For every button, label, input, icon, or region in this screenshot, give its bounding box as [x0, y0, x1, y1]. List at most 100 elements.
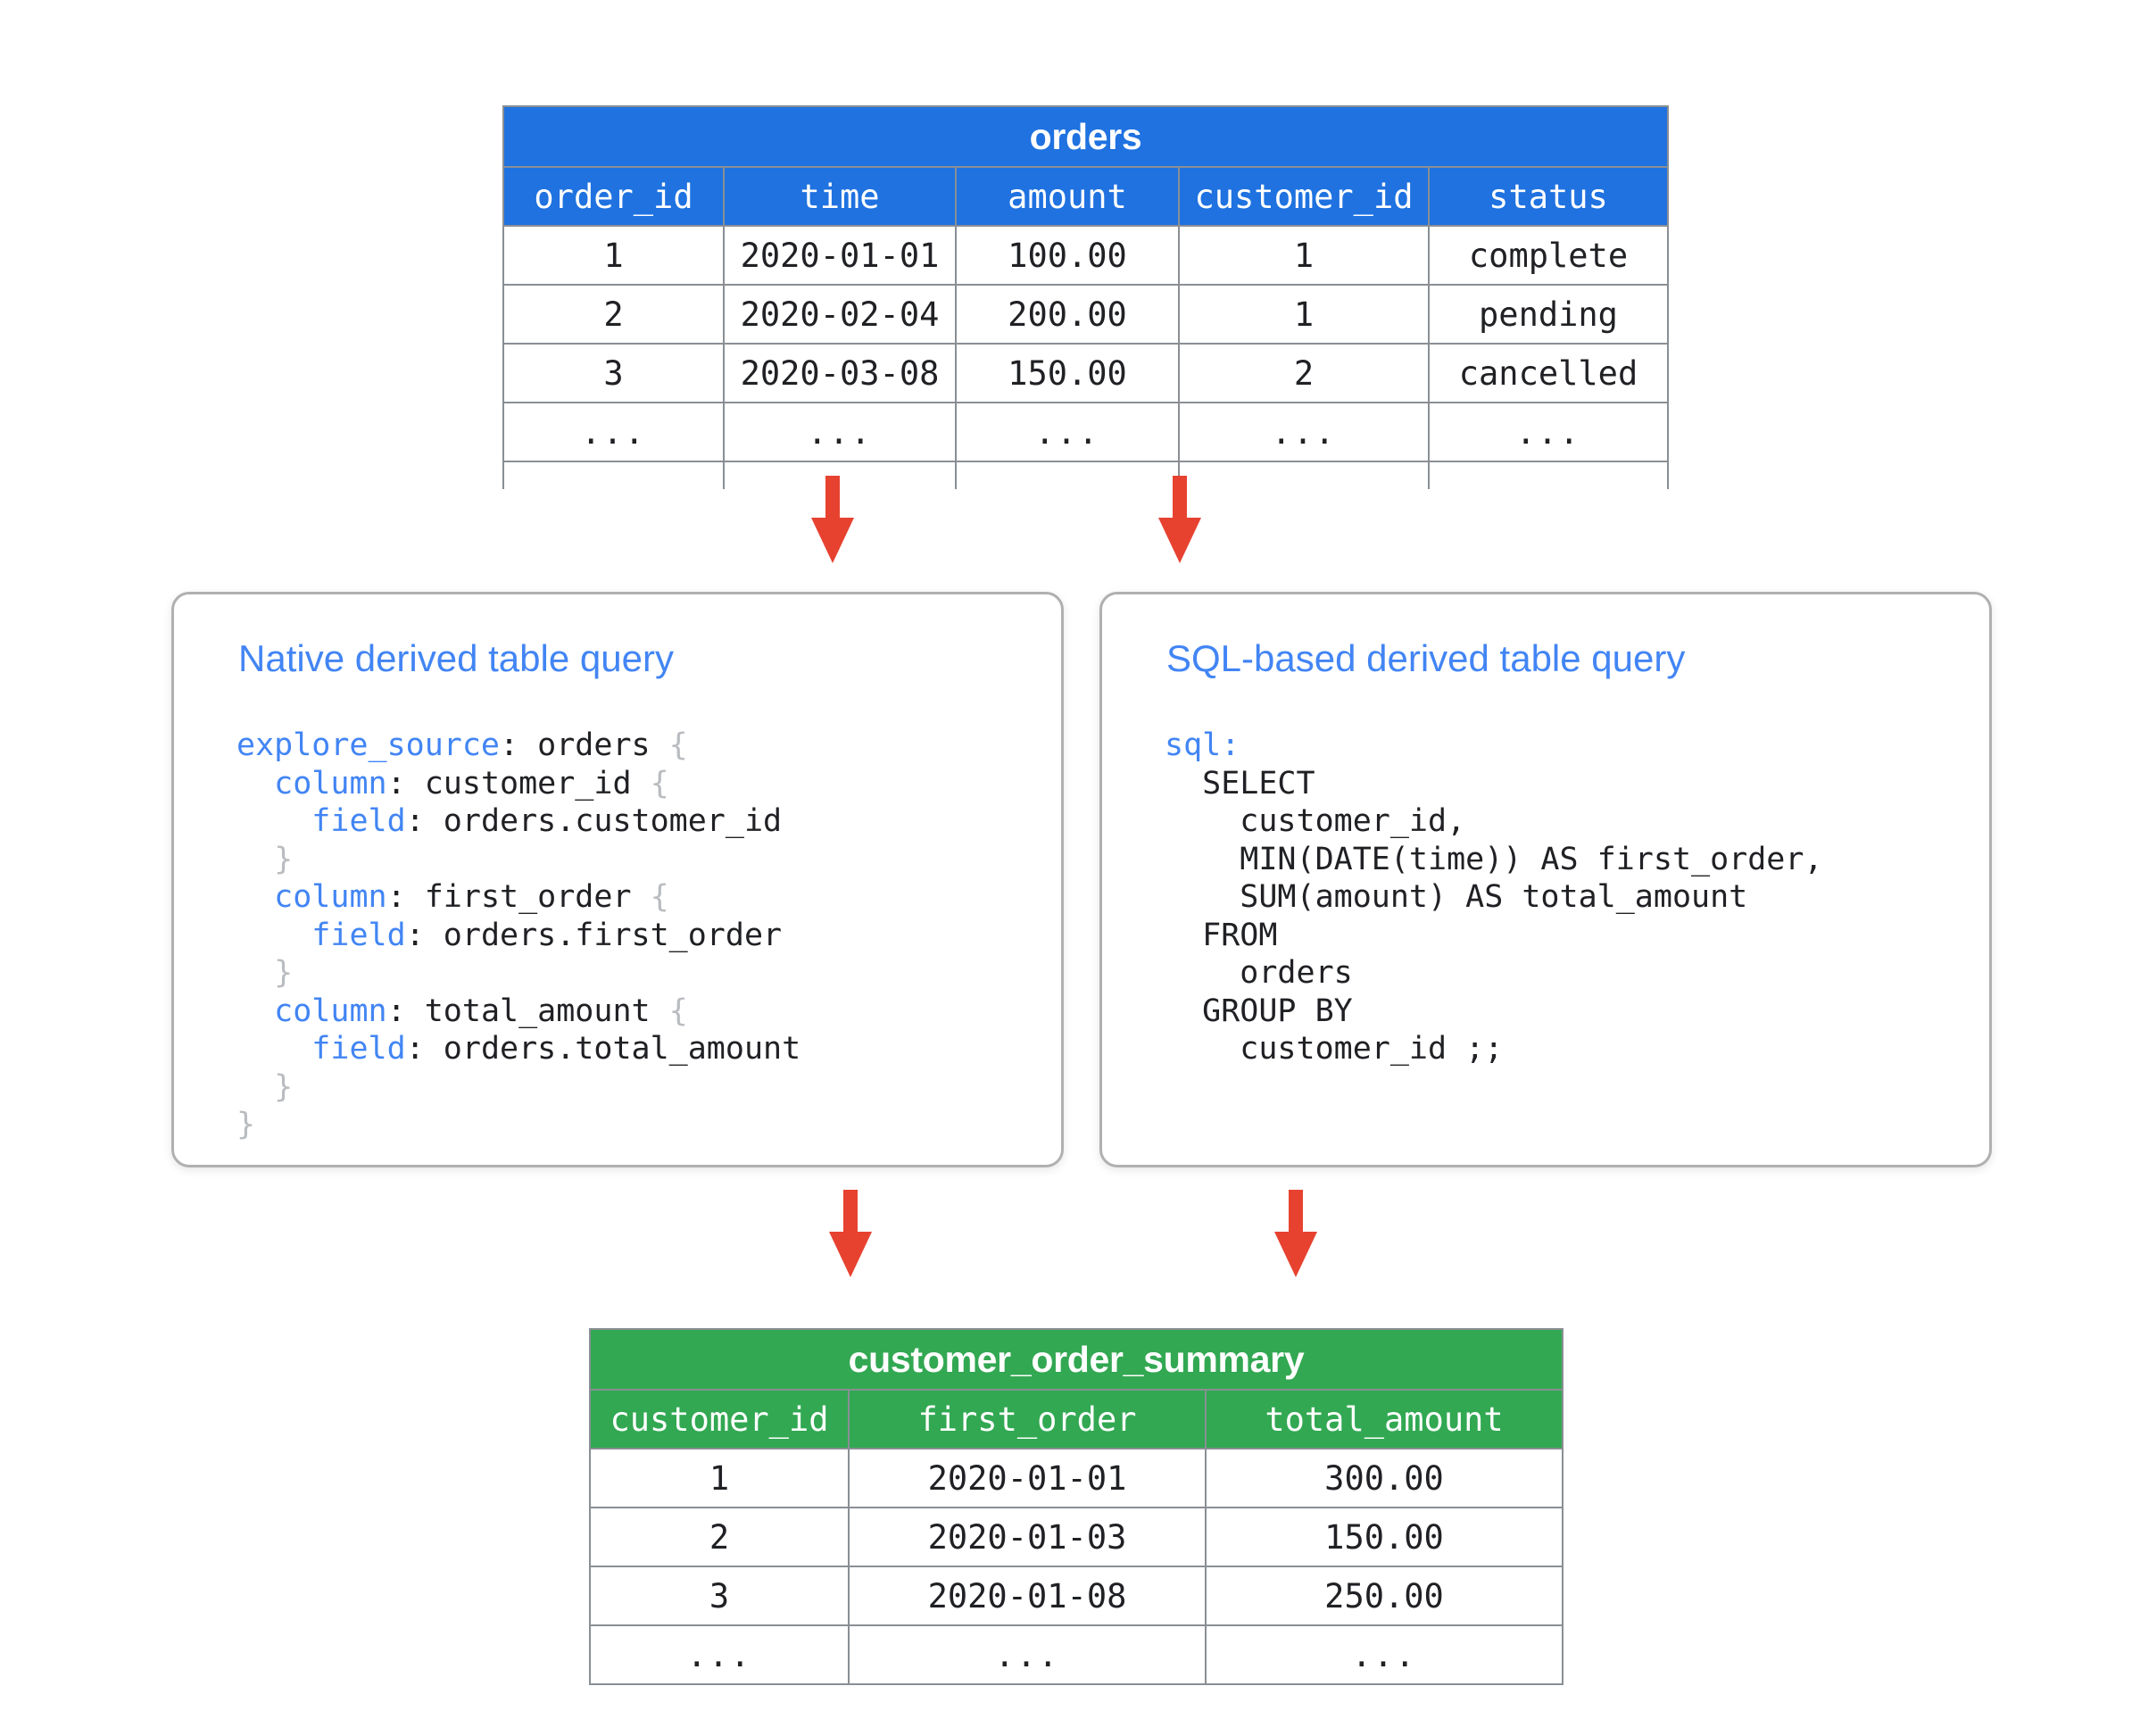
- cell-total-amount: 150.00: [1204, 1507, 1564, 1567]
- cell-total-amount: 250.00: [1204, 1566, 1564, 1626]
- code-token: column: [274, 879, 387, 915]
- cell-amount: ...: [955, 402, 1180, 462]
- cell-customer-id: 2: [1178, 343, 1430, 403]
- cell-first-order: 2020-01-01: [848, 1448, 1207, 1508]
- native-card-title: Native derived table query: [238, 637, 674, 679]
- cell-truncated: [1428, 461, 1669, 489]
- cell-customer-id: ...: [1178, 402, 1430, 462]
- cell-customer-id: 2: [589, 1507, 850, 1567]
- code-token: SELECT: [1165, 765, 1315, 802]
- column-header-customer-id: customer_id: [1178, 166, 1430, 227]
- code-token: [236, 842, 274, 877]
- code-token: : orders: [500, 727, 669, 763]
- column-header-order-id: order_id: [502, 166, 725, 227]
- cell-order-id: 3: [502, 343, 725, 403]
- table-row: 3 2020-03-08 150.00 2 cancelled: [502, 343, 1669, 403]
- cell-order-id: 1: [502, 225, 725, 286]
- code-token: column: [274, 993, 387, 1029]
- code-token: : orders.customer_id: [405, 803, 783, 839]
- code-token: }: [274, 955, 294, 991]
- cell-truncated: [955, 461, 1180, 489]
- arrow-native-to-summary: [829, 1190, 872, 1277]
- cell-order-id: 2: [502, 284, 725, 345]
- code-token: : customer_id: [386, 765, 651, 802]
- native-code-block: explore_source: orders { column : custome…: [236, 727, 800, 1144]
- code-token: }: [274, 1068, 294, 1105]
- cell-time: ...: [723, 402, 957, 462]
- code-token: GROUP BY: [1165, 993, 1353, 1029]
- summary-table-name: customer_order_summary: [588, 1328, 1564, 1391]
- arrow-sql-to-summary: [1274, 1190, 1317, 1277]
- arrow-orders-to-native: [811, 476, 854, 563]
- cell-customer-id: 1: [1178, 284, 1430, 345]
- native-derived-table-card: Native derived table query explore_sourc…: [171, 592, 1064, 1167]
- code-token: {: [650, 765, 669, 802]
- cell-amount: 100.00: [955, 225, 1180, 286]
- customer-order-summary-table: customer_order_summary customer_id first…: [588, 1328, 1564, 1685]
- cell-time: 2020-01-01: [723, 225, 957, 286]
- code-token: FROM: [1165, 917, 1278, 953]
- code-token: : first_order: [386, 879, 651, 915]
- code-token: [236, 766, 274, 802]
- code-token: : orders.first_order: [405, 917, 783, 953]
- code-token: [236, 918, 311, 953]
- cell-status: ...: [1428, 402, 1669, 462]
- table-row: 2 2020-02-04 200.00 1 pending: [502, 284, 1669, 345]
- column-header-total-amount: total_amount: [1204, 1389, 1564, 1449]
- orders-table: orders order_id time amount customer_id …: [502, 105, 1669, 489]
- table-row: 1 2020-01-01 300.00: [589, 1448, 1564, 1508]
- cell-status: pending: [1428, 284, 1669, 345]
- cell-first-order: ...: [848, 1624, 1207, 1685]
- code-token: field: [311, 803, 406, 839]
- cell-time: 2020-02-04: [723, 284, 957, 345]
- code-token: field: [311, 917, 406, 953]
- arrow-orders-to-sql: [1158, 476, 1201, 563]
- code-token: SUM(amount) AS total_amount: [1165, 879, 1748, 915]
- code-token: {: [668, 993, 688, 1029]
- cell-customer-id: 1: [1178, 225, 1430, 286]
- cell-order-id: ...: [502, 402, 725, 462]
- cell-amount: 200.00: [955, 284, 1180, 345]
- orders-table-header-row: order_id time amount customer_id status: [502, 166, 1669, 227]
- summary-table-header-row: customer_id first_order total_amount: [589, 1389, 1564, 1449]
- code-token: orders: [1165, 955, 1353, 991]
- cell-amount: 150.00: [955, 343, 1180, 403]
- code-token: customer_id,: [1165, 803, 1466, 839]
- cell-total-amount: ...: [1204, 1624, 1564, 1685]
- code-token: [236, 803, 311, 839]
- cell-truncated: [723, 461, 957, 489]
- orders-table-name: orders: [502, 105, 1669, 168]
- code-token: }: [274, 841, 294, 877]
- code-token: [236, 955, 274, 991]
- summary-table-title-row: customer_order_summary: [588, 1328, 1564, 1391]
- sql-code-block: sql: SELECT customer_id, MIN(DATE(time))…: [1165, 727, 1823, 1068]
- column-header-time: time: [723, 166, 957, 227]
- cell-truncated: [502, 461, 725, 489]
- table-row: 1 2020-01-01 100.00 1 complete: [502, 225, 1669, 286]
- table-row-truncated: [502, 461, 1669, 489]
- table-row-ellipsis: ... ... ...: [589, 1624, 1564, 1685]
- code-token: : orders.total_amount: [405, 1031, 801, 1067]
- cell-customer-id: ...: [589, 1624, 850, 1685]
- code-token: {: [668, 727, 688, 763]
- cell-customer-id: 3: [589, 1566, 850, 1626]
- code-token: MIN(DATE(time)) AS first_order,: [1165, 841, 1823, 877]
- cell-time: 2020-03-08: [723, 343, 957, 403]
- cell-status: complete: [1428, 225, 1669, 286]
- sql-card-title: SQL-based derived table query: [1166, 637, 1686, 679]
- code-token: : total_amount: [386, 993, 669, 1029]
- cell-total-amount: 300.00: [1204, 1448, 1564, 1508]
- code-token: [236, 1031, 311, 1067]
- cell-customer-id: 1: [589, 1448, 850, 1508]
- code-token: [236, 993, 274, 1029]
- column-header-first-order: first_order: [848, 1389, 1207, 1449]
- code-token: [236, 879, 274, 915]
- table-row: 3 2020-01-08 250.00: [589, 1566, 1564, 1626]
- column-header-customer-id: customer_id: [589, 1389, 850, 1449]
- cell-first-order: 2020-01-08: [848, 1566, 1207, 1626]
- sql-derived-table-card: SQL-based derived table query sql: SELEC…: [1099, 592, 1992, 1167]
- table-row: 2 2020-01-03 150.00: [589, 1507, 1564, 1567]
- cell-status: cancelled: [1428, 343, 1669, 403]
- column-header-status: status: [1428, 166, 1669, 227]
- code-token: explore_source: [236, 727, 501, 763]
